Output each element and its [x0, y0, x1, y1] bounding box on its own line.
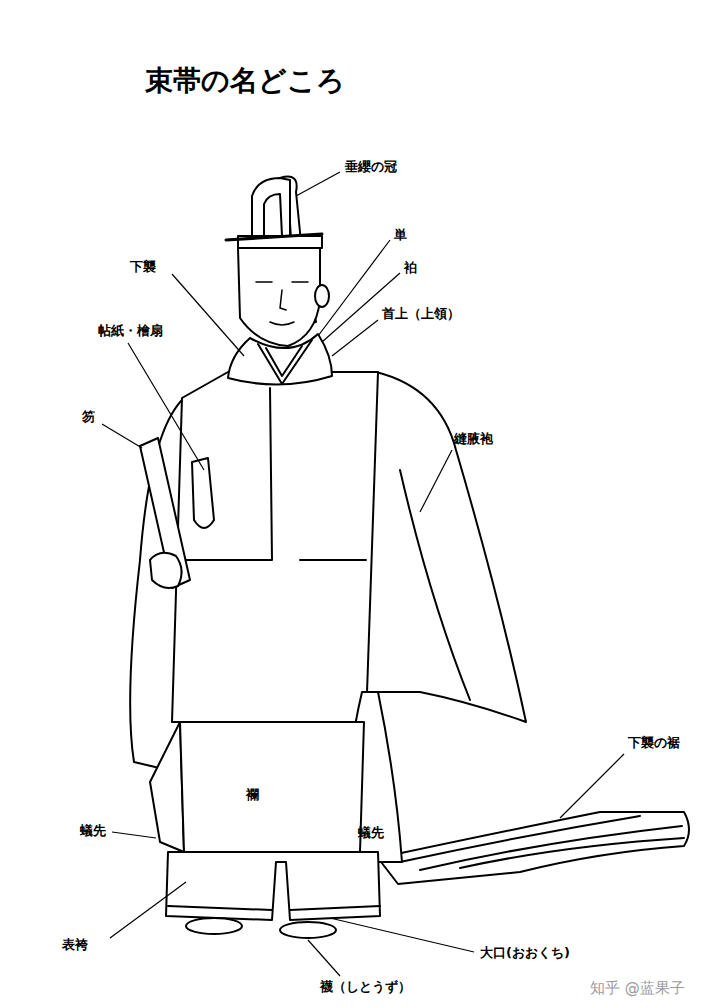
part-label: 襴	[244, 786, 261, 804]
watermark: 知乎 @蓝果子	[588, 978, 687, 998]
leader-lines	[102, 172, 624, 976]
part-label: 蟻先	[78, 822, 108, 840]
train-fold	[400, 816, 640, 862]
part-label: 大口(おおくち)	[478, 944, 572, 962]
collar	[228, 334, 332, 385]
ran-panel	[180, 722, 364, 852]
leader-line	[110, 882, 186, 938]
leader-line	[128, 343, 204, 470]
leader-line	[330, 918, 474, 952]
part-label: 首上（上領）	[380, 305, 462, 323]
foot	[186, 918, 242, 934]
robe-body	[172, 372, 378, 722]
part-label: 垂纓の冠	[343, 158, 399, 176]
leader-line	[560, 754, 624, 818]
sleeve-fold	[400, 470, 470, 700]
part-label: 表袴	[60, 936, 90, 954]
hand	[150, 553, 182, 588]
leader-line	[308, 940, 340, 976]
part-label: 下襲の裾	[626, 734, 682, 752]
part-label: 縫腋袍	[452, 430, 495, 448]
part-label: 単	[392, 226, 409, 244]
robe-seam	[182, 388, 272, 560]
hakama	[166, 852, 380, 920]
right-sleeve	[360, 372, 526, 722]
okuchi-hem	[168, 906, 380, 910]
part-label: 下襲	[128, 258, 158, 276]
leader-line	[332, 320, 378, 356]
part-label: 帖紙・檜扇	[96, 322, 165, 340]
title: 束帯の名どころ	[145, 62, 345, 100]
part-label: 襪（しとうず）	[318, 978, 413, 996]
leader-line	[318, 240, 390, 336]
part-label: 袙	[402, 259, 419, 277]
robe-seam	[300, 559, 366, 561]
leader-line	[172, 274, 244, 356]
part-label: 蟻先	[356, 824, 386, 842]
cap-crown	[264, 194, 282, 236]
leader-line	[112, 832, 156, 838]
shaku	[140, 438, 190, 588]
leader-line	[420, 450, 452, 512]
ear	[315, 285, 329, 307]
arisaki-left	[150, 722, 184, 852]
face-features	[256, 282, 308, 325]
collar-layers	[258, 340, 312, 384]
foot	[280, 922, 336, 938]
leader-line	[102, 424, 142, 448]
face	[238, 248, 320, 346]
collar-layers	[266, 346, 302, 376]
leader-line	[296, 172, 340, 196]
figure	[130, 177, 689, 938]
train	[378, 812, 689, 884]
part-label: 笏	[80, 408, 97, 426]
cap-crown	[252, 178, 290, 240]
cap-pin	[226, 234, 322, 240]
